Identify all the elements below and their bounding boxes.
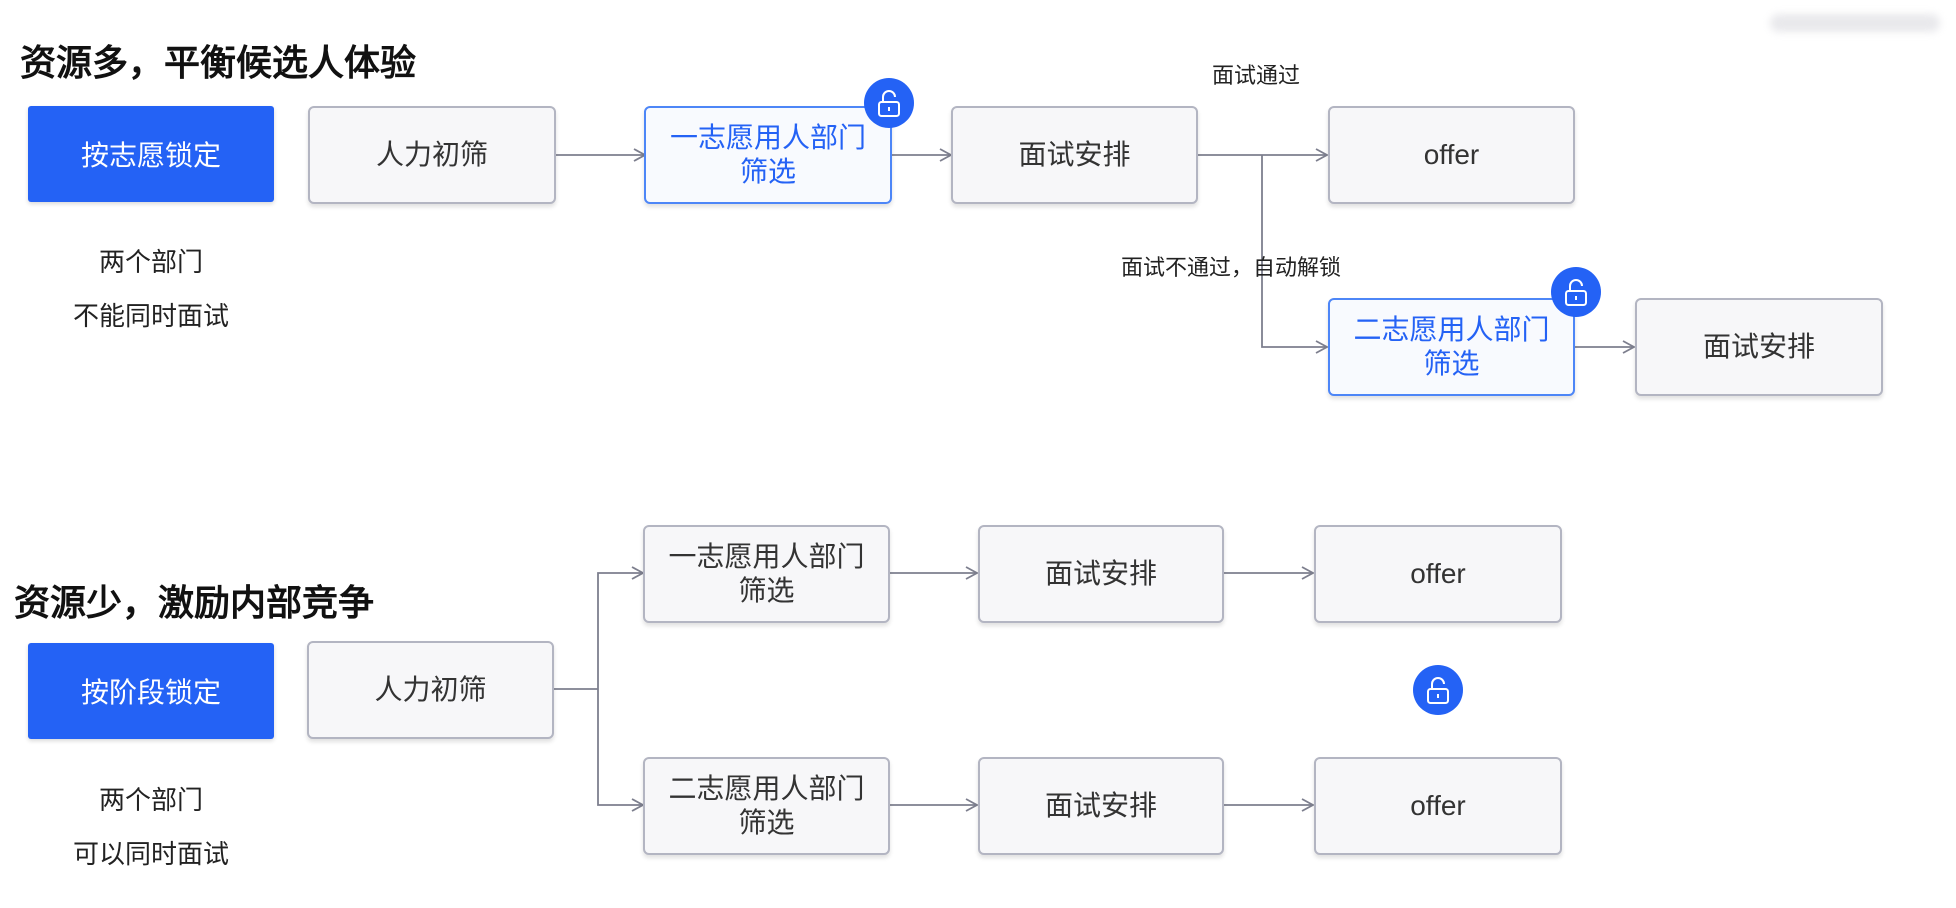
top-node-second-choice[interactable]: 二志愿用人部门 筛选 (1328, 298, 1575, 396)
top-note-line2: 不能同时面试 (72, 301, 229, 331)
top-section-title: 资源多，平衡候选人体验 (20, 42, 417, 83)
bottom-note-line1: 两个部门 (98, 785, 203, 815)
node-label-line1: 一志愿用人部门 (668, 541, 865, 572)
node-label: offer (1410, 558, 1466, 589)
unlock-icon[interactable] (1551, 267, 1601, 317)
node-label-line2: 筛选 (738, 575, 795, 606)
edge-branch-to-second (597, 689, 645, 812)
top-node-offer[interactable]: offer (1328, 106, 1575, 204)
bottom-node-offer2[interactable]: offer (1314, 757, 1562, 855)
edge-label-fail: 面试不通过，自动解锁 (1121, 255, 1342, 280)
lock-by-stage-button[interactable]: 按阶段锁定 (28, 643, 274, 739)
unlock-icon-glyph (1427, 677, 1449, 704)
top-node-interview2[interactable]: 面试安排 (1635, 298, 1883, 396)
node-label-line2: 筛选 (739, 156, 796, 187)
edge-branch-to-first (597, 566, 645, 689)
node-label: 人力初筛 (374, 674, 487, 705)
top-node-hr-screen[interactable]: 人力初筛 (308, 106, 556, 204)
bottom-note-line2: 可以同时面试 (72, 839, 229, 869)
unlock-icon[interactable] (1413, 665, 1463, 715)
node-label-line2: 筛选 (738, 807, 795, 838)
node-label: 面试安排 (1044, 790, 1157, 821)
bottom-node-interview1[interactable]: 面试安排 (978, 525, 1224, 623)
node-label: 面试安排 (1044, 558, 1157, 589)
node-label: 面试安排 (1702, 331, 1815, 362)
edge-fail-to-second (1261, 155, 1329, 354)
bottom-node-hr-screen[interactable]: 人力初筛 (307, 641, 554, 739)
top-note-line1: 两个部门 (98, 247, 203, 277)
top-node-first-choice[interactable]: 一志愿用人部门 筛选 (644, 106, 892, 204)
node-label: offer (1410, 790, 1466, 821)
node-label-line1: 一志愿用人部门 (669, 122, 866, 153)
unlock-icon-glyph (878, 90, 900, 117)
unlock-icon[interactable] (864, 78, 914, 128)
bottom-node-offer1[interactable]: offer (1314, 525, 1562, 623)
top-node-interview[interactable]: 面试安排 (951, 106, 1198, 204)
unlock-icon-glyph (1565, 279, 1587, 306)
node-label: offer (1423, 139, 1480, 170)
node-label: 面试安排 (1018, 139, 1131, 170)
lock-by-choice-button[interactable]: 按志愿锁定 (28, 106, 274, 202)
bottom-node-second-choice[interactable]: 二志愿用人部门 筛选 (643, 757, 890, 855)
blurred-corner-mark (1770, 14, 1940, 32)
bottom-node-interview2[interactable]: 面试安排 (978, 757, 1224, 855)
node-label-line1: 二志愿用人部门 (668, 773, 865, 804)
node-label-line2: 筛选 (1423, 348, 1480, 379)
bottom-section-title: 资源少，激励内部竞争 (14, 582, 375, 623)
node-label: 人力初筛 (375, 139, 488, 170)
edge-label-pass: 面试通过 (1212, 63, 1301, 88)
bottom-node-first-choice[interactable]: 一志愿用人部门 筛选 (643, 525, 890, 623)
node-label-line1: 二志愿用人部门 (1353, 314, 1550, 345)
